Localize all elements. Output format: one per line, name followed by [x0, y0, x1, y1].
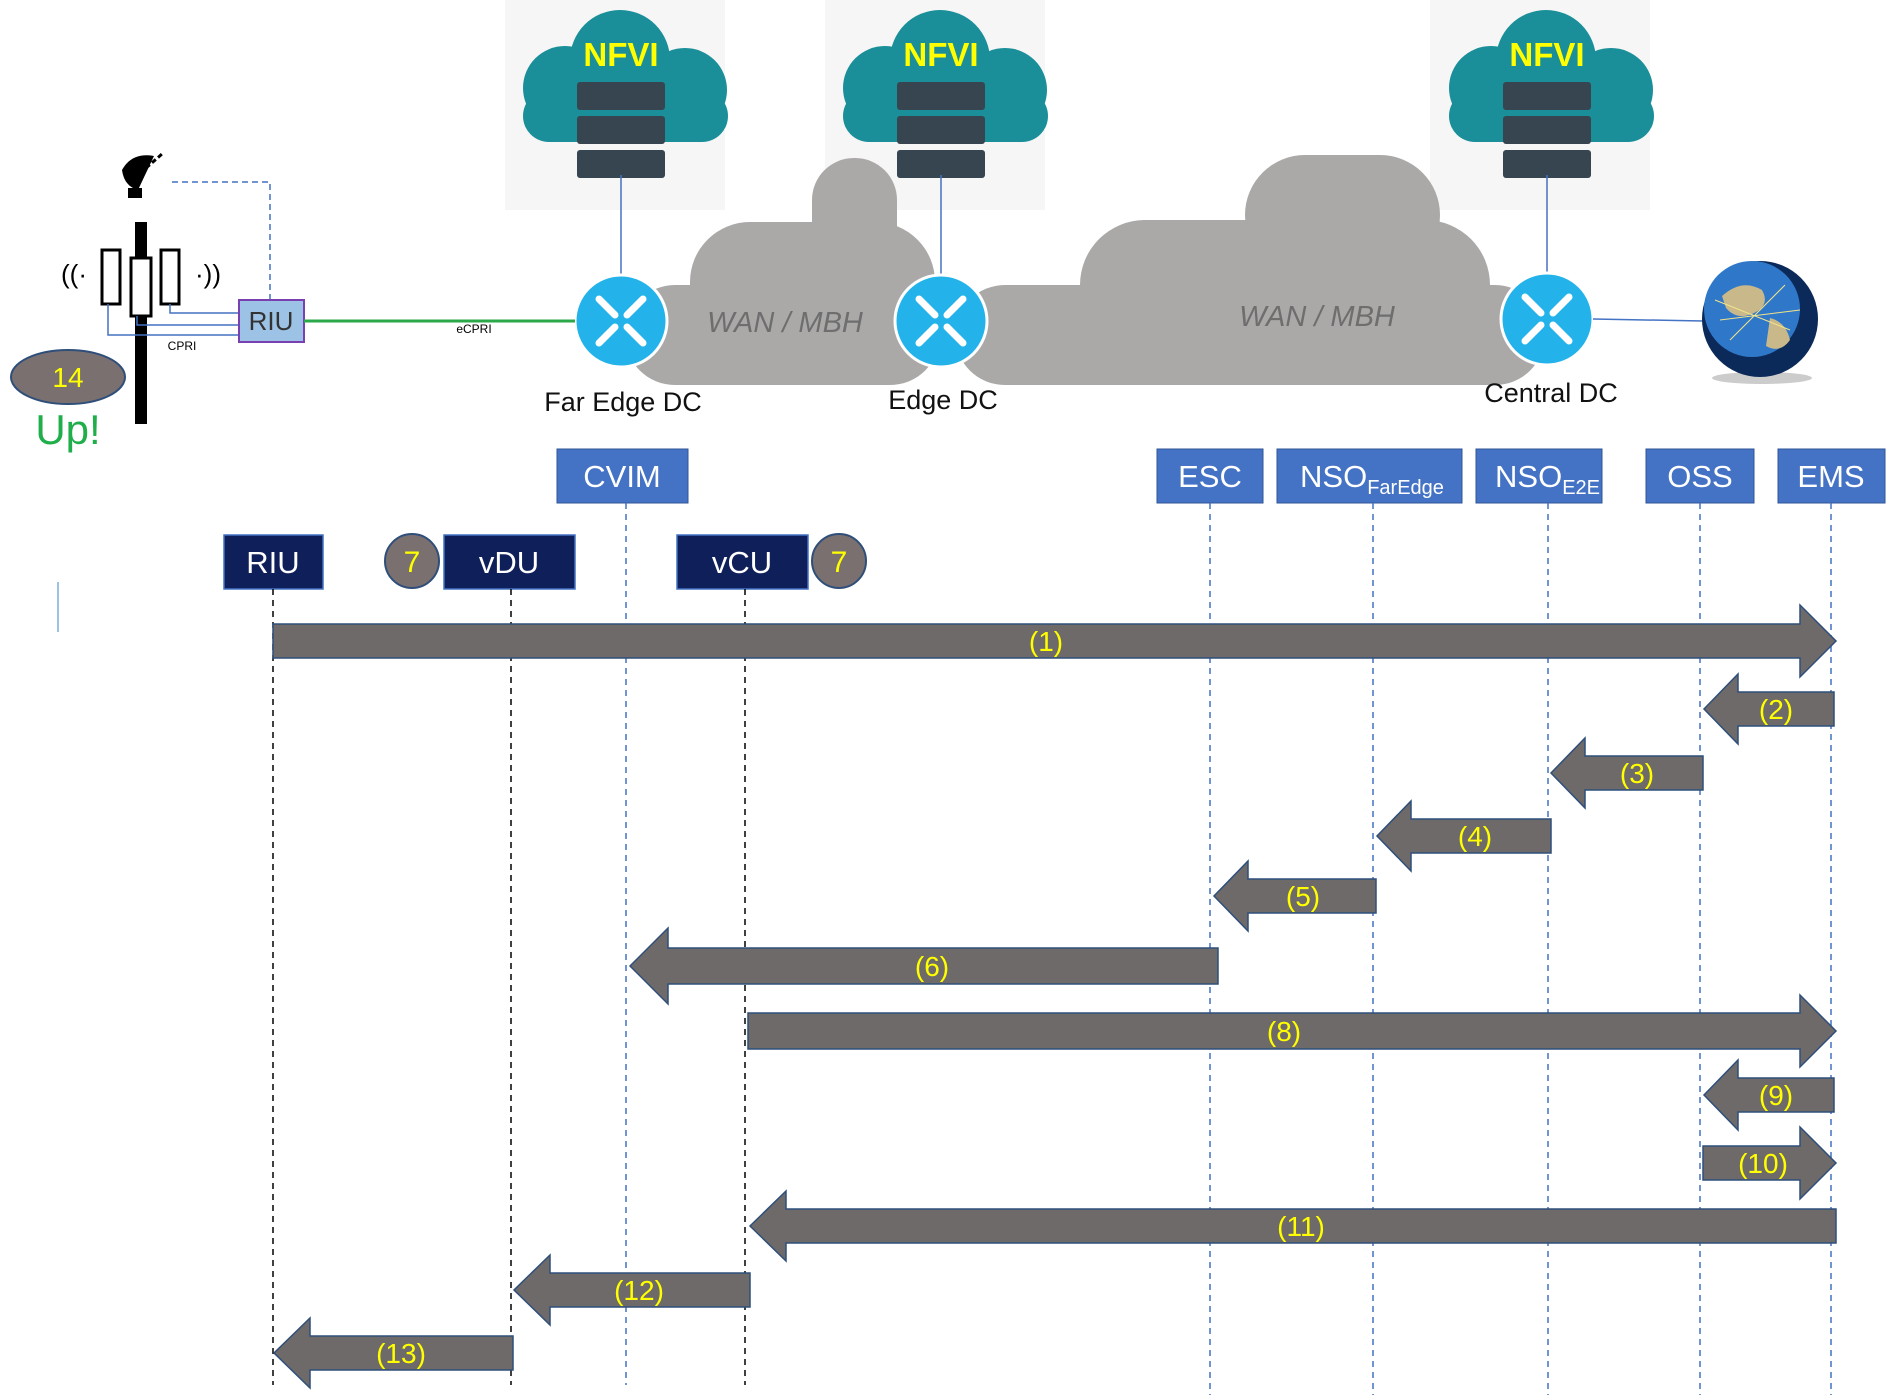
step-arrow-4: [1375, 799, 1552, 873]
internet-link: [1592, 318, 1704, 322]
node-vdu-badge: 7: [384, 533, 440, 589]
step-arrow-10: [1702, 1125, 1838, 1201]
server-stack-icon: [897, 82, 985, 178]
step-arrow-8: [747, 993, 1838, 1069]
component-ems-label: EMS: [1797, 459, 1864, 494]
server-stack-icon: [1503, 82, 1591, 178]
component-nso-e2e: NSOE2E: [1475, 448, 1603, 504]
site-count-badge: [10, 349, 126, 405]
server-stack-icon: [577, 82, 665, 178]
node-vdu-label: vDU: [479, 545, 539, 580]
cpri-links: [107, 304, 239, 336]
component-esc-label: ESC: [1178, 459, 1242, 494]
step-arrow-13: [272, 1316, 514, 1390]
cell-tower-icon: ((· ·)): [61, 222, 221, 424]
ecpri-label: eCPRI: [456, 322, 491, 336]
nfvi-links: [620, 175, 1548, 276]
step-label-10: (10): [1738, 1148, 1788, 1179]
riu-box: [238, 299, 305, 343]
node-vcu-badge: 7: [811, 533, 867, 589]
component-nso-e2e-subscript: E2E: [1562, 477, 1600, 499]
svg-text:((·: ((·: [61, 259, 87, 289]
wan-cloud-1: [625, 158, 940, 385]
riu-box-label: RIU: [249, 306, 294, 336]
wan-cloud-2: [955, 155, 1545, 385]
step-arrow-2: [1702, 672, 1835, 746]
svg-text:NSOE2E: NSOE2E: [1495, 459, 1600, 499]
component-nso-faredge: NSOFarEdge: [1276, 448, 1463, 504]
node-vcu-label: vCU: [712, 545, 772, 580]
nfvi-label-edge: NFVI: [903, 36, 978, 73]
component-nso-e2e-label: NSO: [1495, 459, 1562, 494]
nfvi-label-central: NFVI: [1509, 36, 1584, 73]
nfvi-cloud-edge: NFVI: [825, 0, 1048, 210]
wan-label-2: WAN / MBH: [1239, 301, 1395, 333]
step-arrow-9: [1702, 1058, 1835, 1132]
step-label-13: (13): [376, 1338, 426, 1369]
site-count-badge-value: 14: [52, 362, 83, 393]
node-vdu-badge-value: 7: [404, 546, 421, 579]
dc-label-far-edge: Far Edge DC: [544, 387, 702, 417]
router-icon: [1499, 271, 1595, 367]
node-riu: RIU: [223, 534, 324, 590]
node-riu-label: RIU: [246, 545, 299, 580]
step-label-8: (8): [1267, 1016, 1301, 1047]
component-cvim: CVIM: [556, 448, 689, 504]
nfvi-cloud-far-edge: NFVI: [505, 0, 728, 210]
step-label-5: (5): [1286, 881, 1320, 912]
svg-text:·)): ·)): [195, 259, 221, 289]
router-icon: [893, 273, 989, 369]
wan-label-1: WAN / MBH: [707, 307, 863, 339]
step-label-12: (12): [614, 1275, 664, 1306]
dc-label-edge: Edge DC: [888, 385, 998, 415]
step-arrow-6: [628, 926, 1219, 1006]
satellite-dish-icon: [122, 152, 163, 198]
component-nso-faredge-label: NSO: [1300, 459, 1367, 494]
component-esc: ESC: [1156, 448, 1264, 504]
component-oss-label: OSS: [1667, 459, 1732, 494]
router-icon: [573, 273, 669, 369]
nfvi-cloud-central: NFVI: [1430, 0, 1654, 210]
step-label-2: (2): [1759, 694, 1793, 725]
cpri-label: CPRI: [168, 339, 197, 353]
dc-label-central: Central DC: [1484, 378, 1618, 408]
node-vcu: vCU: [676, 534, 809, 590]
component-nso-faredge-subscript: FarEdge: [1367, 477, 1444, 499]
node-vcu-badge-value: 7: [831, 546, 848, 579]
component-ems: EMS: [1777, 448, 1886, 504]
svg-text:NSOFarEdge: NSOFarEdge: [1300, 459, 1444, 499]
step-arrow-12: [512, 1253, 751, 1327]
node-vdu: vDU: [443, 534, 576, 590]
step-arrow-5: [1212, 859, 1377, 933]
nfvi-label-far-edge: NFVI: [583, 36, 658, 73]
step-arrow-11: [748, 1189, 1837, 1263]
step-label-1: (1): [1029, 626, 1063, 657]
dish-link: [172, 181, 271, 300]
step-label-6: (6): [915, 951, 949, 982]
step-label-9: (9): [1759, 1080, 1793, 1111]
component-cvim-label: CVIM: [583, 459, 661, 494]
step-label-11: (11): [1277, 1211, 1325, 1242]
step-label-4: (4): [1458, 821, 1492, 852]
status-up-label: Up!: [35, 406, 100, 453]
step-arrow-3: [1549, 736, 1704, 810]
globe-icon: [1702, 261, 1818, 384]
step-label-3: (3): [1620, 758, 1654, 789]
component-oss: OSS: [1645, 448, 1755, 504]
step-arrow-1: [272, 603, 1838, 679]
